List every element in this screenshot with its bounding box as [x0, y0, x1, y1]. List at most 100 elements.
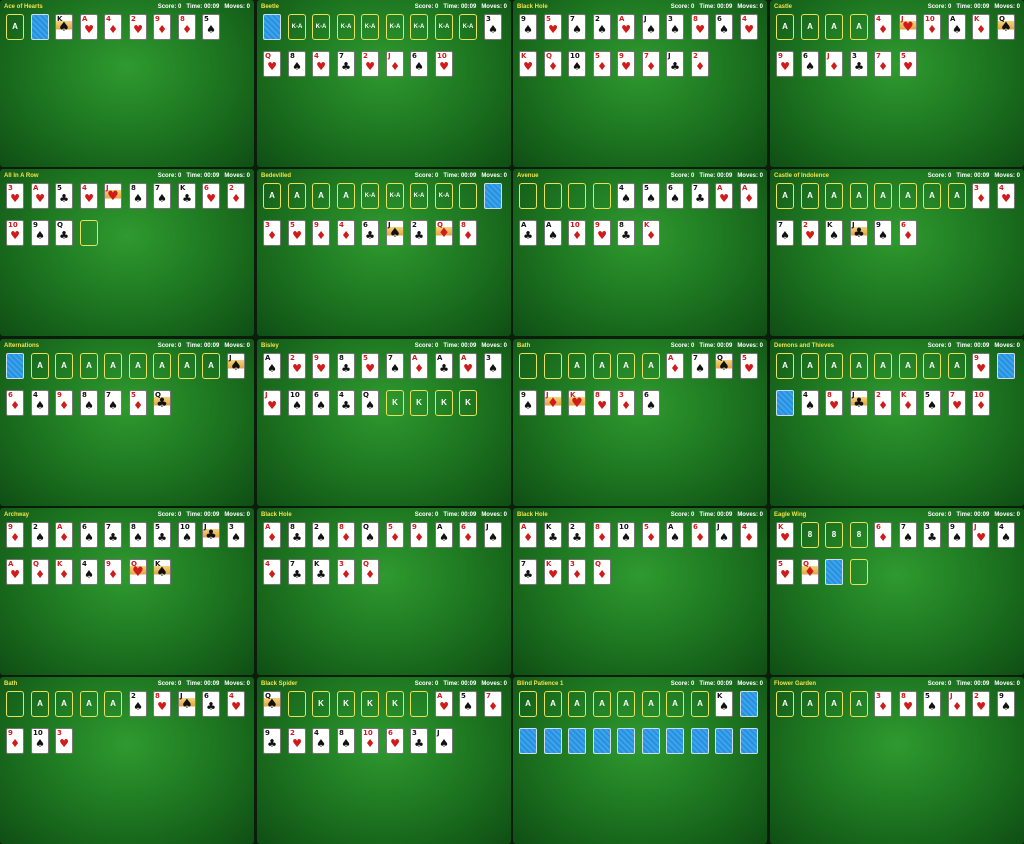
foundation-slot[interactable]: A — [178, 353, 196, 379]
playing-card[interactable]: J♠ — [715, 522, 733, 548]
foundation-slot[interactable]: A — [617, 353, 635, 379]
foundation-slot[interactable]: A — [288, 183, 306, 209]
card-back[interactable] — [715, 728, 733, 754]
card-back[interactable] — [519, 728, 537, 754]
playing-card[interactable]: 9♥ — [593, 220, 611, 246]
playing-card[interactable]: Q♣ — [153, 390, 171, 416]
foundation-slot[interactable]: A — [263, 183, 281, 209]
playing-card[interactable]: 4♠ — [312, 728, 330, 754]
playing-card[interactable]: Q♦ — [435, 220, 453, 246]
playing-card[interactable]: 3♥ — [6, 183, 24, 209]
playing-card[interactable]: 7♦ — [484, 691, 502, 717]
playing-card[interactable]: Q♦ — [31, 559, 49, 585]
playing-card[interactable]: 3♣ — [850, 51, 868, 77]
playing-card[interactable]: A♣ — [435, 353, 453, 379]
playing-card[interactable]: A♦ — [55, 522, 73, 548]
playing-card[interactable]: 9♦ — [6, 728, 24, 754]
playing-card[interactable]: K♥ — [544, 559, 562, 585]
playing-card[interactable]: 8♥ — [153, 691, 171, 717]
foundation-slot[interactable]: K — [386, 691, 404, 717]
foundation-slot[interactable]: A — [31, 691, 49, 717]
foundation-slot[interactable] — [593, 183, 611, 209]
playing-card[interactable]: 9♦ — [410, 522, 428, 548]
playing-card[interactable]: 9♣ — [263, 728, 281, 754]
playing-card[interactable]: 5♣ — [153, 522, 171, 548]
playing-card[interactable]: 4♥ — [312, 51, 330, 77]
playing-card[interactable]: 9♦ — [6, 522, 24, 548]
playing-card[interactable]: 4♦ — [263, 559, 281, 585]
foundation-slot[interactable]: A — [850, 14, 868, 40]
playing-card[interactable]: Q♣ — [55, 220, 73, 246]
playing-card[interactable]: 7♣ — [691, 183, 709, 209]
playing-card[interactable]: A♥ — [6, 559, 24, 585]
playing-card[interactable]: 10♠ — [568, 51, 586, 77]
foundation-slot[interactable]: A — [55, 691, 73, 717]
playing-card[interactable]: 4♦ — [104, 14, 122, 40]
playing-card[interactable]: Q♠ — [361, 390, 379, 416]
foundation-slot[interactable]: A — [899, 353, 917, 379]
playing-card[interactable]: 7♣ — [337, 51, 355, 77]
card-back[interactable] — [740, 728, 758, 754]
foundation-slot[interactable]: K-A — [435, 14, 453, 40]
playing-card[interactable]: 2♠ — [593, 14, 611, 40]
playing-card[interactable]: 4♦ — [337, 220, 355, 246]
playing-card[interactable]: 9♠ — [31, 220, 49, 246]
foundation-slot[interactable]: A — [104, 691, 122, 717]
playing-card[interactable]: 2♣ — [410, 220, 428, 246]
playing-card[interactable]: 2♥ — [288, 353, 306, 379]
playing-card[interactable]: Q♠ — [361, 522, 379, 548]
playing-card[interactable]: 7♣ — [288, 559, 306, 585]
playing-card[interactable]: 2♠ — [312, 522, 330, 548]
playing-card[interactable]: 5♠ — [923, 691, 941, 717]
playing-card[interactable]: 7♠ — [153, 183, 171, 209]
foundation-slot[interactable]: K — [386, 390, 404, 416]
playing-card[interactable]: 3♣ — [923, 522, 941, 548]
foundation-slot[interactable]: A — [593, 691, 611, 717]
playing-card[interactable]: 10♥ — [435, 51, 453, 77]
playing-card[interactable]: 8♠ — [337, 728, 355, 754]
playing-card[interactable]: 5♥ — [899, 51, 917, 77]
playing-card[interactable]: 8♦ — [337, 522, 355, 548]
card-back[interactable] — [6, 353, 24, 379]
foundation-slot[interactable]: 8 — [801, 522, 819, 548]
foundation-slot[interactable] — [6, 691, 24, 717]
playing-card[interactable]: 4♥ — [740, 14, 758, 40]
playing-card[interactable]: 2♥ — [129, 14, 147, 40]
card-back[interactable] — [263, 14, 281, 40]
playing-card[interactable]: A♠ — [263, 353, 281, 379]
foundation-slot[interactable] — [544, 183, 562, 209]
foundation-slot[interactable]: K — [312, 691, 330, 717]
playing-card[interactable]: J♥ — [104, 183, 122, 209]
foundation-slot[interactable] — [544, 353, 562, 379]
playing-card[interactable]: 10♦ — [361, 728, 379, 754]
playing-card[interactable]: 10♠ — [288, 390, 306, 416]
playing-card[interactable]: 8♠ — [288, 51, 306, 77]
foundation-slot[interactable]: A — [801, 691, 819, 717]
foundation-slot[interactable]: A — [691, 691, 709, 717]
foundation-slot[interactable] — [410, 691, 428, 717]
foundation-slot[interactable] — [80, 220, 98, 246]
playing-card[interactable]: 9♦ — [312, 220, 330, 246]
playing-card[interactable]: 10♠ — [178, 522, 196, 548]
foundation-slot[interactable] — [850, 559, 868, 585]
foundation-slot[interactable]: K-A — [386, 14, 404, 40]
playing-card[interactable]: J♦ — [825, 51, 843, 77]
playing-card[interactable]: 4♠ — [80, 559, 98, 585]
foundation-slot[interactable]: A — [874, 183, 892, 209]
playing-card[interactable]: 9♠ — [519, 14, 537, 40]
foundation-slot[interactable]: K — [435, 390, 453, 416]
playing-card[interactable]: 5♥ — [288, 220, 306, 246]
playing-card[interactable]: A♠ — [948, 14, 966, 40]
playing-card[interactable]: K♦ — [899, 390, 917, 416]
playing-card[interactable]: 5♠ — [202, 14, 220, 40]
playing-card[interactable]: J♣ — [202, 522, 220, 548]
foundation-slot[interactable]: A — [312, 183, 330, 209]
playing-card[interactable]: A♥ — [435, 691, 453, 717]
